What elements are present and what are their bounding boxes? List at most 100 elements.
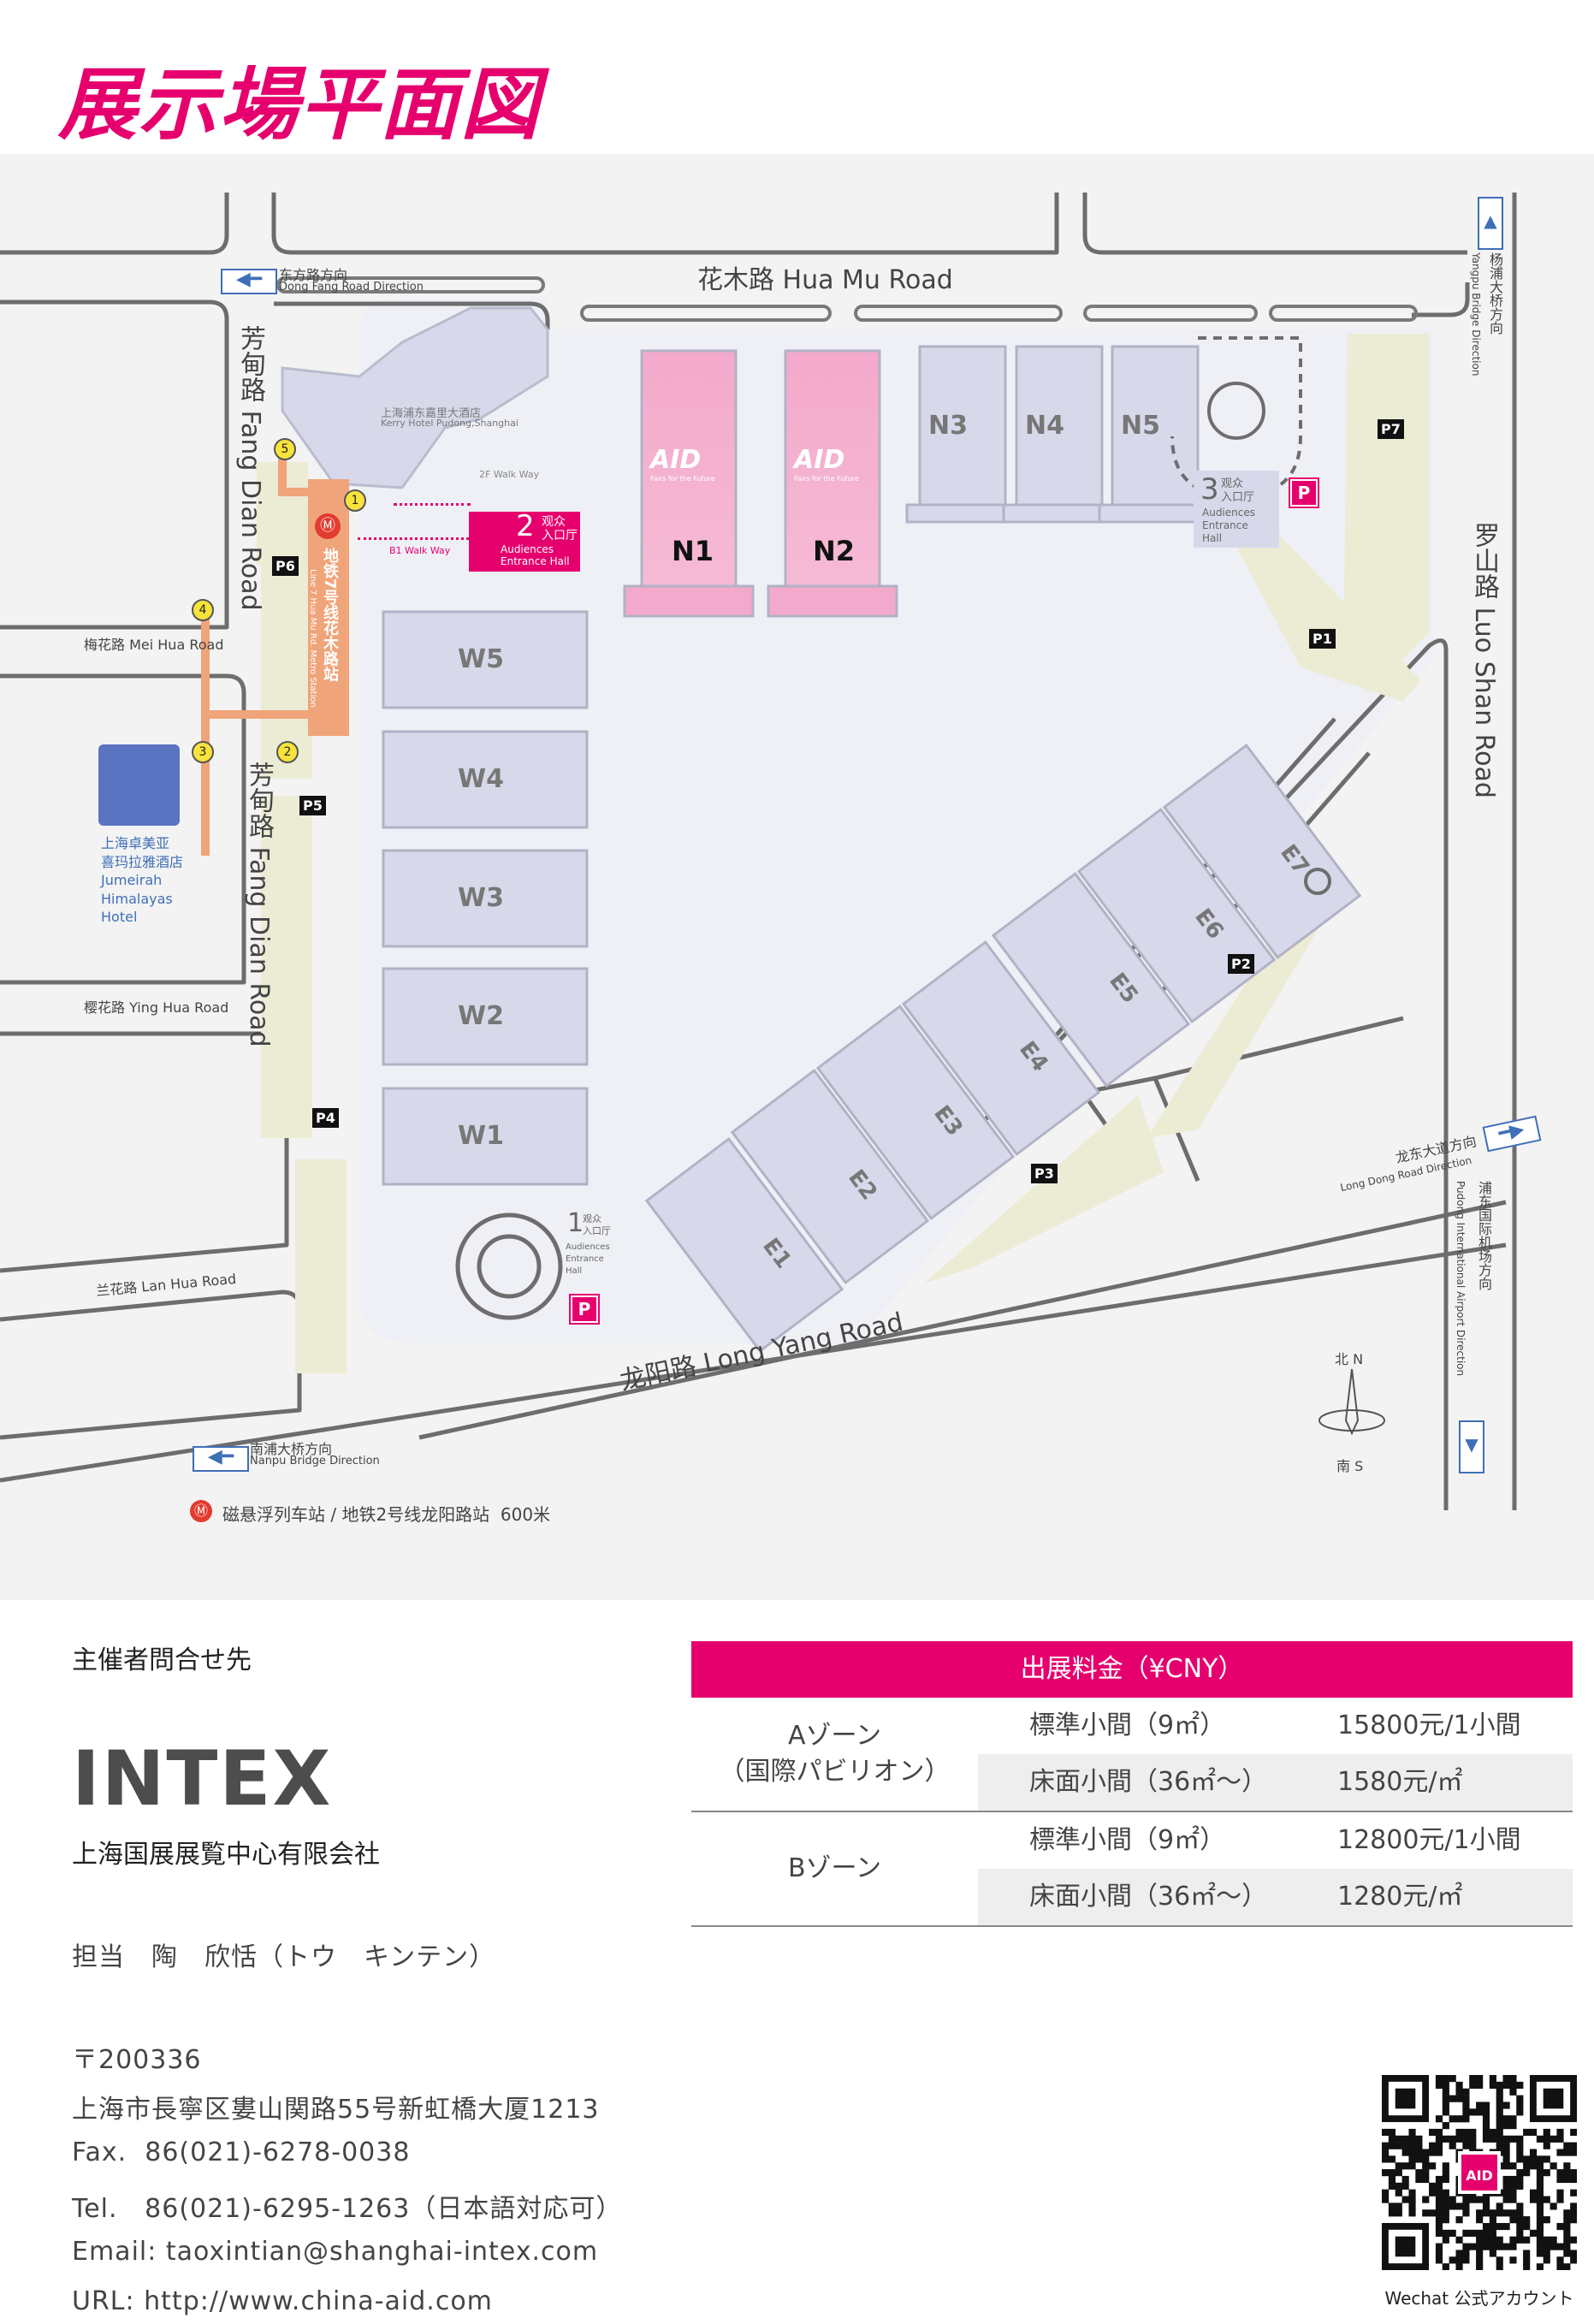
- hall-label-e1: E1: [757, 1233, 797, 1274]
- hall-n1: [623, 349, 755, 618]
- qr-badge: AID: [1458, 2151, 1501, 2194]
- entrance-2-cn2: 入口厅: [542, 529, 578, 542]
- dir-nanpu-en: Nanpu Bridge Direction: [250, 1455, 380, 1467]
- exit-3: 3: [192, 741, 214, 763]
- address: 上海市長寧区婁山関路55号新虹橋大厦1213: [72, 2095, 600, 2125]
- contact-person: 担当 陶 欣恬（トウ キンテン）: [72, 1942, 496, 1972]
- road-luoshan: 罗山路 Luo Shan Road: [1469, 522, 1499, 798]
- hall-n2: [767, 349, 898, 618]
- metro-icon: Ⓜ: [315, 513, 341, 539]
- hall-label-e6: E6: [1189, 904, 1229, 945]
- hall-label-n4: N4: [1025, 411, 1064, 441]
- roundabout-south: [455, 1212, 563, 1320]
- entrance-1-en3: Hall: [566, 1266, 583, 1276]
- website-link[interactable]: URL: http://www.china-aid.com: [72, 2286, 493, 2316]
- zone-a-name-line2: （国際パビリオン）: [719, 1757, 951, 1787]
- hall-label-n1: N1: [672, 535, 714, 567]
- booth-type: 床面小間（36㎡～）: [1029, 1767, 1268, 1797]
- venue-map: 花木路 Hua Mu Road 罗山路 Luo Shan Road 芳甸路 Fa…: [0, 154, 1594, 1600]
- walkway-b1-path: [358, 537, 469, 540]
- price-row: 標準小間（9㎡） 12800元/1小間: [978, 1812, 1573, 1869]
- kerry-hotel-cn: 上海浦东嘉里大酒店: [381, 407, 482, 420]
- entrance-3-en1: Audiences: [1202, 507, 1255, 519]
- hall-n5: [1098, 345, 1212, 524]
- arrow-yangpu: ▲: [1478, 197, 1503, 250]
- kerry-hotel-en: Kerry Hotel Pudong,Shanghai: [381, 418, 518, 429]
- hall-label-e4: E4: [1014, 1036, 1053, 1077]
- entrance-1-num: 1: [567, 1208, 584, 1238]
- jumeirah-hotel-block: [98, 744, 180, 826]
- jumeirah-line4: Himalayas: [101, 890, 173, 907]
- zone-a: Aゾーン （国際パビリオン） 標準小間（9㎡） 15800元/1小間 床面小間（…: [691, 1698, 1573, 1812]
- hall-label-w1: W1: [458, 1121, 504, 1151]
- road-fangdian-bottom: 芳甸路 Fang Dian Road: [244, 762, 274, 1047]
- arrow-dongfang: ◀━: [221, 269, 277, 294]
- booth-price: 12800元/1小間: [1337, 1825, 1521, 1855]
- entrance-2-en2: Entrance Hall: [501, 555, 570, 567]
- dir-airport-en: Pudong International Airport Direction: [1455, 1181, 1467, 1377]
- parking-p1: P1: [1309, 629, 1336, 649]
- hall-label-e7: E7: [1275, 839, 1314, 880]
- north-road-edge: [274, 301, 550, 329]
- price-row: 床面小間（36㎡～） 1580元/㎡: [978, 1754, 1573, 1811]
- entrance-2-cn1: 观众: [542, 515, 566, 529]
- booth-type: 床面小間（36㎡～）: [1029, 1882, 1268, 1912]
- road-meihua: 梅花路 Mei Hua Road: [84, 637, 224, 653]
- map-labels: 花木路 Hua Mu Road 罗山路 Luo Shan Road 芳甸路 Fa…: [0, 154, 1594, 1600]
- wechat-qr-code[interactable]: AID: [1382, 2075, 1578, 2271]
- road-fangdian-top: 芳甸路 Fang Dian Road: [235, 325, 265, 611]
- jumeirah-line3: Jumeirah: [101, 872, 163, 889]
- parking-p5: P5: [299, 796, 326, 815]
- jumeirah-line2: 喜玛拉雅酒店: [101, 853, 184, 870]
- hall-label-e2: E2: [843, 1165, 882, 1206]
- roundabout-north: [1170, 336, 1302, 499]
- intex-logo: INTEX: [72, 1734, 333, 1823]
- entrance-3-en3: Hall: [1202, 532, 1223, 544]
- hall-label-n2: N2: [813, 535, 856, 567]
- entrance-3-num: 3: [1200, 472, 1219, 507]
- booth-price: 15800元/1小間: [1337, 1710, 1521, 1740]
- dir-dongfang: 东方路方向: [279, 267, 348, 283]
- road-yinghua: 樱花路 Ying Hua Road: [84, 999, 229, 1016]
- entrance-1-en2: Entrance: [566, 1254, 604, 1264]
- arrow-airport: ▼: [1459, 1420, 1484, 1473]
- hall-label-n5: N5: [1121, 411, 1160, 441]
- entrance-3-cn2: 入口厅: [1221, 491, 1255, 504]
- arrow-nanpu: ◀━: [193, 1446, 249, 1472]
- exit-5: 5: [274, 438, 296, 460]
- metro-station-cn: 地铁7号线花木路站: [321, 548, 339, 682]
- company-name: 上海国展展覧中心有限会社: [72, 1840, 380, 1870]
- pricing-header: 出展料金（¥CNY）: [691, 1641, 1573, 1698]
- fax: Fax. 86(021)-6278-0038: [72, 2137, 411, 2167]
- parking-p4: P4: [312, 1108, 339, 1128]
- parking-p3: P3: [1031, 1164, 1058, 1183]
- dir-airport: 浦东国际机场方向: [1476, 1181, 1492, 1290]
- hall-label-n3: N3: [928, 411, 968, 441]
- compass-icon: [1318, 1368, 1386, 1446]
- parking-sign-north: P: [1289, 477, 1319, 508]
- booth-type: 標準小間（9㎡）: [1029, 1825, 1226, 1855]
- parking-areas: [257, 334, 1429, 1373]
- zone-a-name-line1: Aゾーン: [787, 1721, 882, 1751]
- email-link[interactable]: Email: taoxintian@shanghai-intex.com: [72, 2237, 599, 2267]
- compass-svg: [1318, 1368, 1385, 1436]
- arrow-longdong: ━▶: [1482, 1115, 1542, 1153]
- hall-label-w5: W5: [458, 644, 504, 674]
- walkway-2f-path: [394, 503, 471, 506]
- zone-a-name: Aゾーン （国際パビリオン）: [691, 1698, 978, 1811]
- jumeirah-line1: 上海卓美亚: [101, 835, 170, 851]
- hall-label-w2: W2: [458, 1001, 504, 1031]
- dir-dongfang-en: Dong Fang Road Direction: [279, 281, 424, 293]
- entrance-1-label: 1 观众 入口厅 Audiences Entrance Hall: [560, 1206, 616, 1292]
- booth-price: 1280元/㎡: [1337, 1882, 1463, 1912]
- parking-p6: P6: [272, 556, 299, 576]
- entrance-3-label: 3 观众 入口厅 Audiences Entrance Hall: [1194, 471, 1279, 548]
- hall-label-e3: E3: [928, 1100, 968, 1141]
- dir-yangpu: 杨浦大桥方向: [1487, 252, 1503, 335]
- parking-p2: P2: [1228, 954, 1254, 974]
- w-halls: [382, 610, 589, 1186]
- dir-nanpu: 南浦大桥方向: [250, 1441, 333, 1457]
- zone-b: Bゾーン 標準小間（9㎡） 12800元/1小間 床面小間（36㎡～） 1280…: [691, 1812, 1573, 1927]
- entrance-3-cn1: 观众: [1221, 477, 1244, 490]
- exit-4: 4: [192, 599, 214, 621]
